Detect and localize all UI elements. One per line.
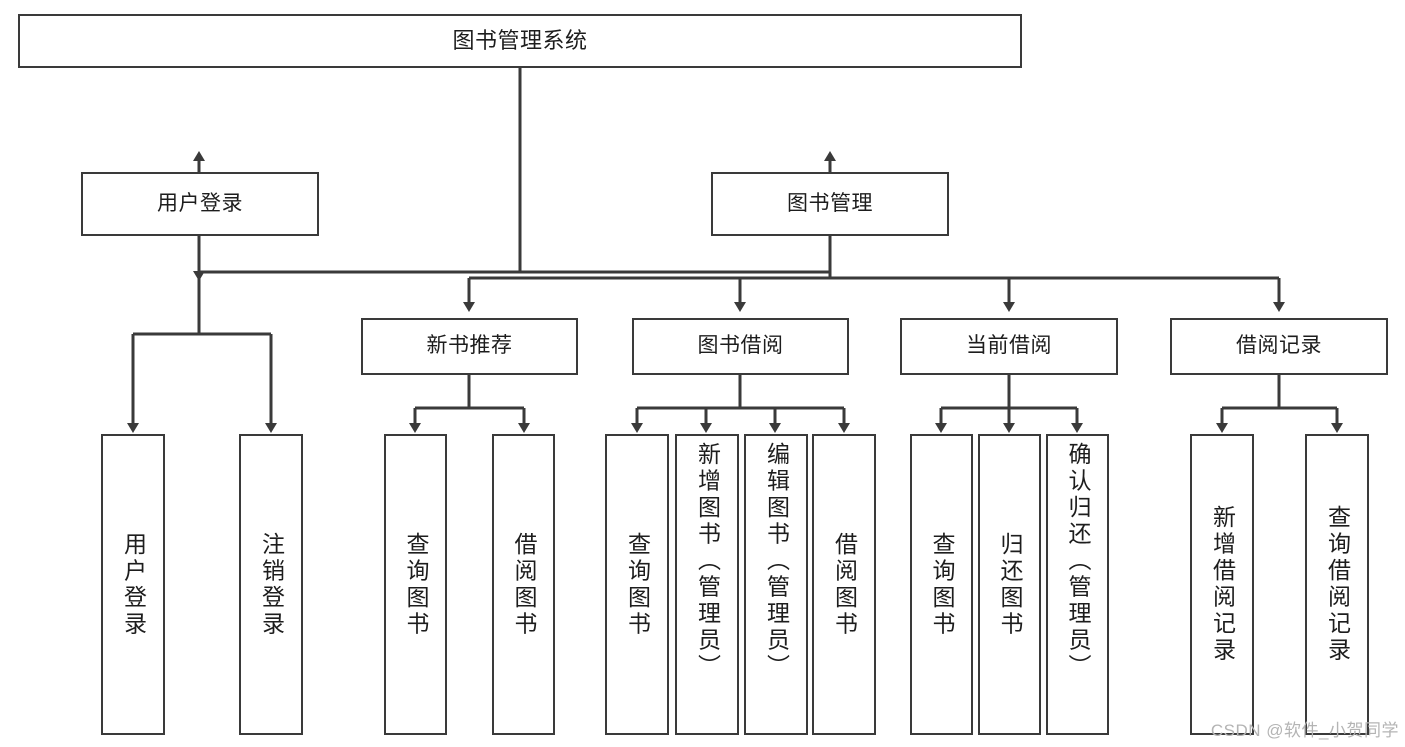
node-label: 查询图书: [624, 531, 651, 638]
node-label: 新书推荐: [426, 334, 513, 358]
leaf-add-book-admin[interactable]: 新增图书（管理员）: [675, 434, 739, 735]
leaf-user-login[interactable]: 用户登录: [101, 434, 165, 735]
node-book-management[interactable]: 图书管理: [711, 172, 949, 236]
node-label: 用户登录: [157, 191, 243, 215]
leaf-query-book-current[interactable]: 查询图书: [910, 434, 973, 735]
leaf-query-borrow-record[interactable]: 查询借阅记录: [1305, 434, 1369, 735]
leaf-query-book-borrow[interactable]: 查询图书: [605, 434, 669, 735]
node-user-login[interactable]: 用户登录: [81, 172, 319, 236]
node-label: 查询图书: [403, 531, 429, 638]
node-label: 查询图书: [929, 531, 955, 638]
leaf-add-borrow-record[interactable]: 新增借阅记录: [1190, 434, 1254, 735]
leaf-logout-login[interactable]: 注销登录: [239, 434, 303, 735]
node-label: 归还图书: [997, 531, 1023, 638]
node-root-system[interactable]: 图书管理系统: [18, 14, 1022, 68]
node-label: 用户登录: [120, 531, 147, 638]
node-label: 编辑图书（管理员）: [763, 442, 790, 681]
leaf-borrow-book[interactable]: 借阅图书: [812, 434, 876, 735]
node-label: 图书管理: [787, 191, 873, 215]
node-label: 新增图书（管理员）: [694, 442, 721, 681]
node-new-book-recommend[interactable]: 新书推荐: [361, 318, 578, 375]
leaf-edit-book-admin[interactable]: 编辑图书（管理员）: [744, 434, 808, 735]
node-label: 当前借阅: [966, 334, 1052, 358]
node-label: 图书借阅: [697, 334, 784, 358]
leaf-return-book[interactable]: 归还图书: [978, 434, 1041, 735]
node-label: 查询借阅记录: [1324, 505, 1351, 664]
csdn-watermark: CSDN @软件_小贺同学: [1210, 721, 1399, 740]
leaf-query-book-recommend[interactable]: 查询图书: [384, 434, 447, 735]
node-label: 借阅图书: [831, 531, 858, 638]
leaf-confirm-return-admin[interactable]: 确认归还（管理员）: [1046, 434, 1109, 735]
node-book-borrow[interactable]: 图书借阅: [632, 318, 849, 375]
node-borrow-record[interactable]: 借阅记录: [1170, 318, 1388, 375]
node-label: 确认归还（管理员）: [1065, 442, 1091, 681]
node-label: 借阅图书: [511, 531, 537, 638]
node-label: 借阅记录: [1236, 334, 1322, 358]
node-label: 注销登录: [258, 531, 285, 638]
node-label: 图书管理系统: [452, 28, 588, 54]
node-label: 新增借阅记录: [1209, 505, 1236, 664]
node-current-borrow[interactable]: 当前借阅: [900, 318, 1118, 375]
leaf-borrow-book-recommend[interactable]: 借阅图书: [492, 434, 555, 735]
